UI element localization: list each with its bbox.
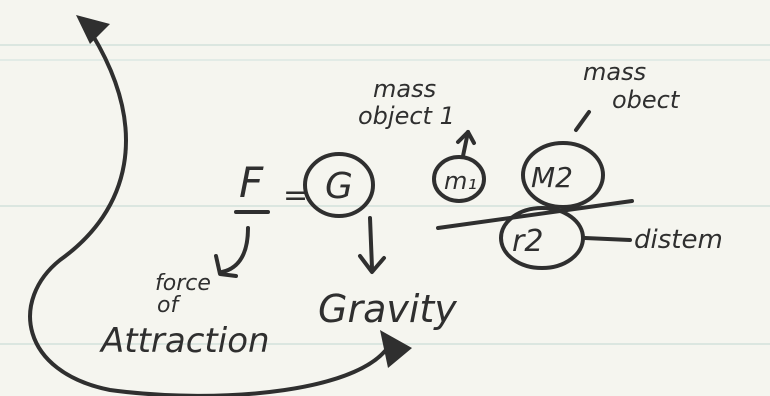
formula-mass1: m₁ [444,167,477,195]
mass2-pointer-line [574,110,591,132]
formula-force: F [239,158,264,207]
gravity-label: Gravity [318,287,457,331]
force-arrowhead-icon [214,254,238,278]
mass1-circle [432,155,486,203]
force-arrow [220,226,250,274]
gravity-constant-circle [303,152,375,218]
mass2-label-line1: mass [583,58,646,86]
big-curved-arrow [28,32,394,396]
gravity-arrow [368,216,374,270]
attraction-label: Attraction [99,321,270,361]
gravity-arrowhead-icon [358,254,386,274]
big-arrowhead-bottom-icon [380,330,412,368]
force-label-line2: of [157,293,181,318]
formula-distance-squared: r2 [512,224,543,259]
mass2-label-line2: obect [612,86,681,114]
mass1-label-line1: mass [373,75,436,103]
distance-label: distem [634,225,723,255]
distance-pointer-line [583,236,632,242]
mass1-pointer-arrow [461,130,470,158]
mass1-label-line2: object 1 [358,102,455,130]
mass2-circle [521,141,605,209]
big-arrowhead-top-icon [76,15,110,44]
fraction-bar [436,199,634,230]
force-label-line1: force [155,271,211,296]
mass1-arrowhead-icon [456,130,476,145]
formula-gravity-constant: G [325,166,353,207]
formula-mass2: M2 [531,161,573,194]
